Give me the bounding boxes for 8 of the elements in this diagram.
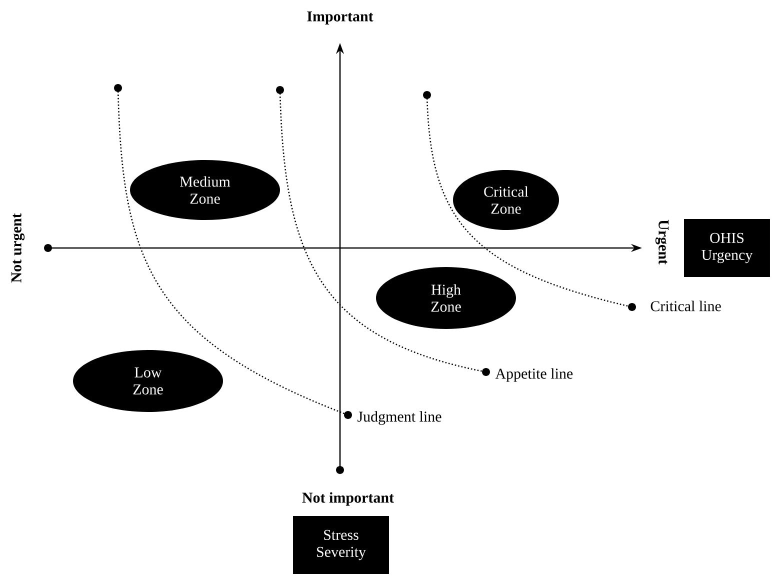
axis-label: Not urgent (11, 213, 25, 282)
label-box: OHIS Urgency (684, 219, 770, 277)
line-label: Judgment line (358, 411, 442, 425)
line-label: Appetite line (495, 368, 573, 382)
axis-label: Urgent (655, 220, 669, 264)
label-box: Stress Severity (293, 516, 389, 574)
axis-label: Important (307, 12, 374, 24)
line-label: Critical line (650, 300, 721, 312)
